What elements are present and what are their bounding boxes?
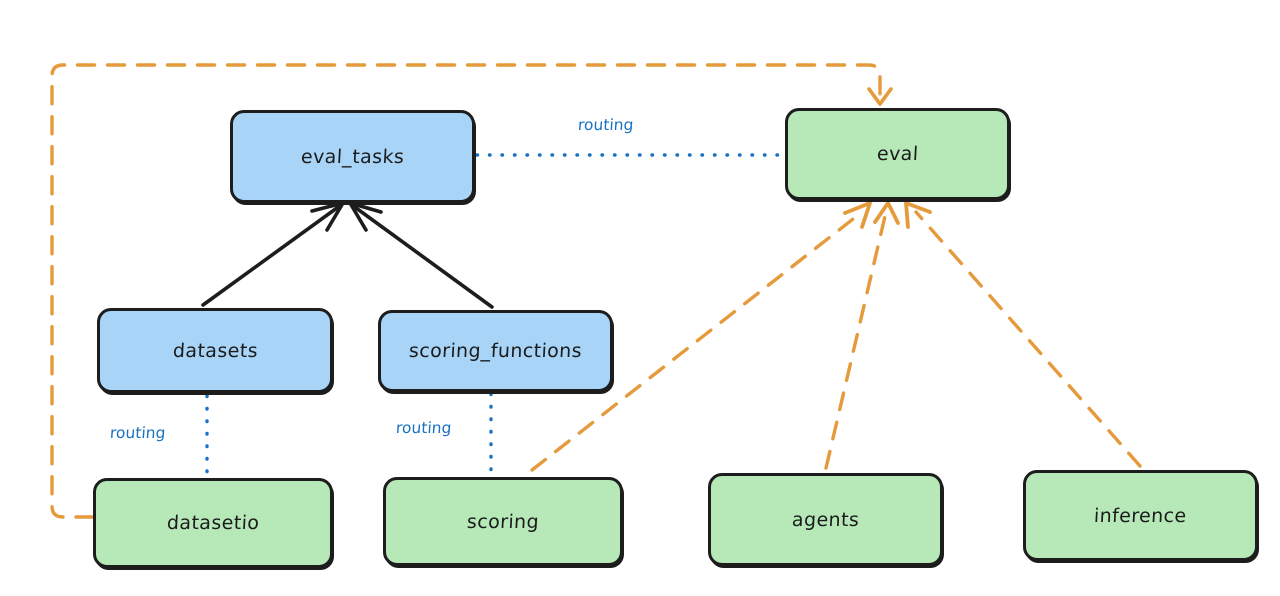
edge-label-routing-scoring: routing xyxy=(395,419,453,437)
node-label-scoring: scoring xyxy=(466,510,540,533)
edge-scoring_functions-to-eval_tasks xyxy=(350,203,494,309)
node-label-datasets: datasets xyxy=(171,339,259,362)
edge-inference-arrowhead xyxy=(904,201,932,229)
node-label-scoring_functions: scoring_functions xyxy=(408,340,583,362)
node-datasets[interactable]: datasets xyxy=(97,308,333,393)
node-eval_tasks[interactable]: eval_tasks xyxy=(230,110,475,203)
node-label-inference: inference xyxy=(1093,504,1188,527)
node-label-datasetio: datasetio xyxy=(166,512,260,534)
edge-datasetio-arrowhead xyxy=(867,87,893,106)
edge-agents-to-eval xyxy=(824,210,888,470)
edge-datasets-to-eval_tasks xyxy=(201,203,343,307)
edge-label-routing-eval: routing xyxy=(577,116,635,134)
edge-datasets-arrowhead xyxy=(310,201,345,232)
edge-scoring-arrowhead xyxy=(843,201,872,229)
node-label-eval: eval xyxy=(876,143,919,165)
node-scoring[interactable]: scoring xyxy=(383,477,623,566)
node-scoring_functions[interactable]: scoring_functions xyxy=(378,310,613,392)
node-label-agents: agents xyxy=(791,508,860,531)
node-eval[interactable]: eval xyxy=(785,108,1010,200)
node-agents[interactable]: agents xyxy=(708,473,943,566)
node-label-eval_tasks: eval_tasks xyxy=(300,145,405,168)
edge-inference-to-eval xyxy=(914,210,1142,468)
edge-scoring_functions-arrowhead xyxy=(348,201,383,232)
edge-label-routing-datasetio: routing xyxy=(109,424,167,442)
node-inference[interactable]: inference xyxy=(1023,470,1258,561)
node-datasetio[interactable]: datasetio xyxy=(93,478,333,568)
edge-agents-arrowhead xyxy=(873,201,900,225)
